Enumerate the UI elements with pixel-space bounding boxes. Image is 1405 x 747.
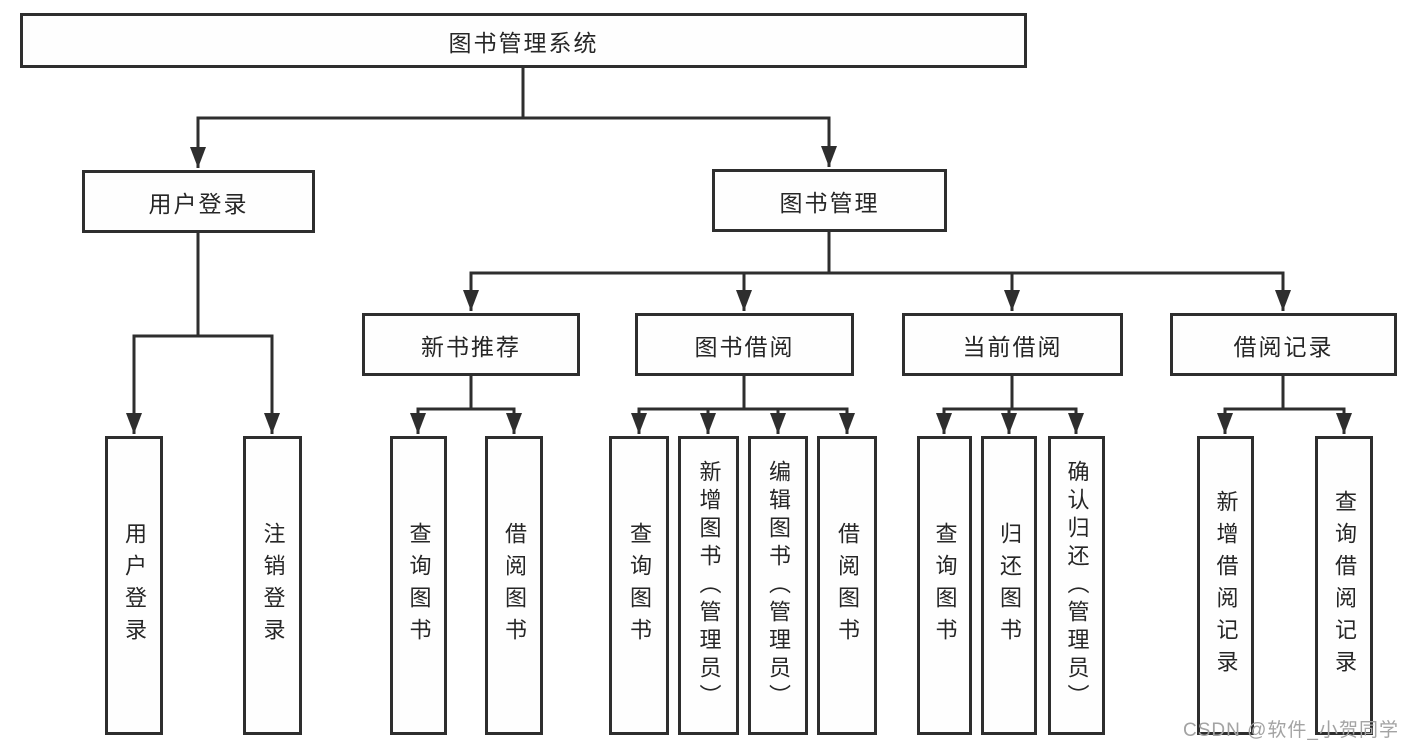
leaf-add-borrow-record: 新增借阅记录 (1197, 436, 1254, 735)
node-library-management-system: 图书管理系统 (20, 13, 1027, 68)
node-library-management-system-label: 图书管理系统 (448, 29, 599, 56)
leaf-borrow-book-recommend-label: 借阅图书 (502, 521, 527, 650)
leaf-borrow-book-label: 借阅图书 (835, 521, 860, 650)
connector-lines (126, 66, 1352, 434)
leaf-edit-book-admin-label: 编辑图书（管理员） (766, 459, 791, 712)
node-user-login: 用户登录 (82, 170, 315, 233)
leaf-add-borrow-record-label: 新增借阅记录 (1213, 489, 1239, 682)
leaf-user-login-label: 用户登录 (122, 521, 147, 650)
node-book-borrow: 图书借阅 (635, 313, 854, 376)
connector-arrows (126, 118, 1352, 434)
node-borrow-record: 借阅记录 (1170, 313, 1397, 376)
leaf-add-book-admin: 新增图书（管理员） (678, 436, 739, 735)
leaf-user-login: 用户登录 (105, 436, 163, 735)
leaf-logout: 注销登录 (243, 436, 302, 735)
node-current-borrow: 当前借阅 (902, 313, 1123, 376)
node-new-book-recommend: 新书推荐 (362, 313, 580, 376)
leaf-return-book-label: 归还图书 (997, 521, 1022, 650)
leaf-confirm-return-admin: 确认归还（管理员） (1048, 436, 1105, 735)
node-user-login-label: 用户登录 (148, 190, 249, 217)
leaf-add-book-admin-label: 新增图书（管理员） (696, 459, 722, 712)
leaf-query-borrow-record-label: 查询借阅记录 (1332, 489, 1357, 682)
leaf-query-borrow-record: 查询借阅记录 (1315, 436, 1373, 735)
node-current-borrow-label: 当前借阅 (962, 333, 1063, 360)
leaf-query-book-borrow-label: 查询图书 (627, 521, 652, 650)
leaf-query-book-current-label: 查询图书 (932, 521, 958, 650)
leaf-query-book-recommend-label: 查询图书 (406, 521, 432, 650)
node-book-borrow-label: 图书借阅 (694, 333, 795, 360)
leaf-query-book-current: 查询图书 (917, 436, 972, 735)
leaf-borrow-book-recommend: 借阅图书 (485, 436, 543, 735)
node-borrow-record-label: 借阅记录 (1233, 333, 1334, 360)
leaf-query-book-recommend: 查询图书 (390, 436, 447, 735)
node-book-management-label: 图书管理 (779, 189, 880, 216)
leaf-confirm-return-admin-label: 确认归还（管理员） (1064, 459, 1090, 712)
leaf-query-book-borrow: 查询图书 (609, 436, 669, 735)
leaf-logout-label: 注销登录 (260, 521, 286, 650)
node-book-management: 图书管理 (712, 169, 947, 232)
leaf-edit-book-admin: 编辑图书（管理员） (748, 436, 808, 735)
node-new-book-recommend-label: 新书推荐 (421, 333, 521, 360)
leaf-borrow-book: 借阅图书 (817, 436, 877, 735)
csdn-watermark: CSDN @软件_小贺同学 (1183, 720, 1399, 741)
leaf-return-book: 归还图书 (981, 436, 1037, 735)
